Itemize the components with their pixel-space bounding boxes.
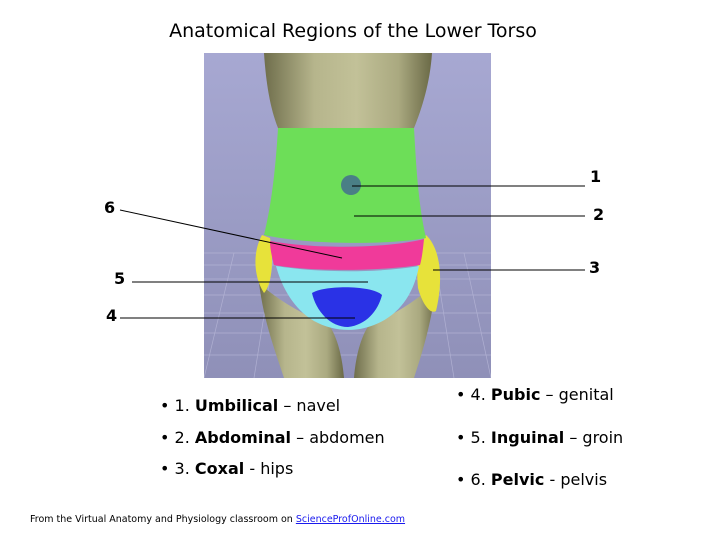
coxal-right	[417, 235, 441, 312]
callout-2: 2	[593, 205, 605, 224]
legend-item-pubic: • 4. Pubic – genital	[456, 385, 614, 404]
credit-link[interactable]: ScienceProfOnline.com	[295, 514, 406, 525]
right-thigh	[354, 283, 436, 378]
region-umbilical	[341, 175, 361, 195]
legend-item-abdominal: • 2. Abdominal – abdomen	[160, 428, 385, 447]
callout-4: 4	[106, 306, 118, 325]
credit-text: From the Virtual Anatomy and Physiology …	[30, 514, 293, 525]
legend-item-coxal: • 3. Coxal - hips	[160, 459, 294, 478]
credit-line: From the Virtual Anatomy and Physiology …	[30, 514, 405, 525]
legend-item-umbilical: • 1. Umbilical – navel	[160, 396, 341, 415]
callout-1: 1	[590, 167, 602, 186]
legend-item-inguinal: • 5. Inguinal – groin	[456, 428, 624, 447]
region-pelvic	[270, 239, 424, 270]
callout-3: 3	[589, 258, 601, 277]
upper-torso	[264, 53, 432, 128]
legend-item-pelvic: • 6. Pelvic - pelvis	[456, 470, 608, 489]
callout-5: 5	[114, 269, 126, 288]
left-thigh	[259, 283, 344, 378]
region-pubic	[312, 287, 382, 327]
callout-6: 6	[104, 198, 116, 217]
diagram-title: Anatomical Regions of the Lower Torso	[169, 20, 537, 42]
coxal-left	[255, 235, 272, 293]
